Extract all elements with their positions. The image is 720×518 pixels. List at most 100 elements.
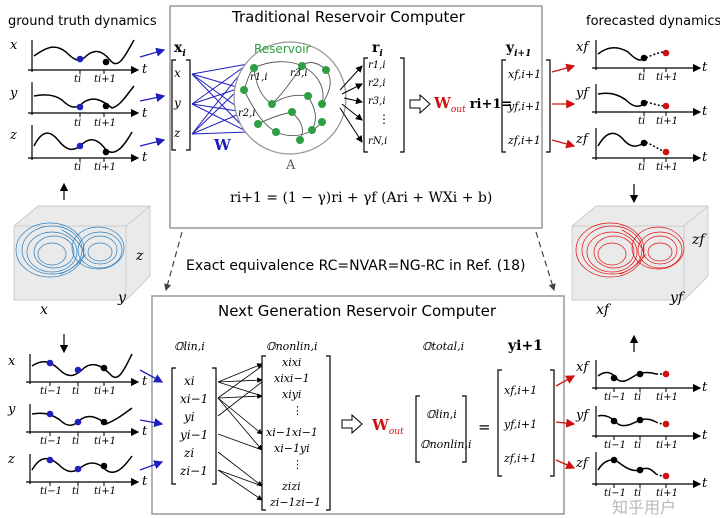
tick-ti1: ti+1 xyxy=(94,386,116,397)
tick-tim1: ti−1 xyxy=(604,488,626,499)
axis-x-label: x xyxy=(8,354,16,369)
left-top-ticks xyxy=(79,70,105,162)
ngrc-wout: Wout xyxy=(372,416,404,437)
lorenz-z-label: z xyxy=(136,248,144,264)
reservoir-circle xyxy=(233,41,347,155)
ngrc-out-x: xf,i+1 xyxy=(504,384,538,397)
lin-item: zi xyxy=(184,446,195,460)
state-rN: rN,i xyxy=(368,136,388,147)
ngrc-out-z: zf,i+1 xyxy=(504,452,537,465)
ngrc-out-y: yf,i+1 xyxy=(504,418,538,431)
axis-xf-label: xf xyxy=(576,360,589,375)
node-r1: r1,i xyxy=(250,72,268,83)
tick-tim1: ti−1 xyxy=(604,392,626,403)
nonlin-item: zizi xyxy=(282,480,301,493)
axis-y-label: y xyxy=(10,86,18,101)
nonlin-item: xixi−1 xyxy=(274,372,310,385)
tick-ti1: ti+1 xyxy=(94,486,116,497)
lin-item: xi xyxy=(184,374,195,388)
tick-ti: ti xyxy=(74,118,82,129)
axis-t-label: t xyxy=(142,106,148,121)
axis-z-label: z xyxy=(10,128,17,143)
tick-tim1: ti−1 xyxy=(40,386,62,397)
equivalence-text: Exact equivalence RC=NVAR=NG-RC in Ref. … xyxy=(186,258,526,274)
axis-y-label: y xyxy=(8,402,16,417)
lorenz-left xyxy=(13,205,151,301)
axis-yf-label: yf xyxy=(576,86,589,101)
axis-t-label: t xyxy=(702,428,708,443)
total-header: 𝕆total,i xyxy=(422,340,465,353)
a-label: A xyxy=(286,158,296,173)
ngrc-out-header: yi+1 xyxy=(508,338,543,354)
tick-tim1: ti−1 xyxy=(40,486,62,497)
axis-x-label: x xyxy=(10,38,18,53)
nonlin-item: xiyi xyxy=(282,388,302,401)
tick-tim1: ti−1 xyxy=(40,436,62,447)
tick-ti: ti xyxy=(72,486,80,497)
node-r3: r3,i xyxy=(290,68,308,79)
total-nonlin: 𝕆nonlin,i xyxy=(420,438,472,451)
nonlin-item: xixi xyxy=(282,356,302,369)
tick-ti1: ti+1 xyxy=(656,440,678,451)
state-header: ri xyxy=(372,40,383,59)
nonlin-item: zi−1zi−1 xyxy=(270,496,322,509)
axis-zf-label: zf xyxy=(576,132,588,147)
axis-t-label: t xyxy=(702,476,708,491)
tick-ti1: ti+1 xyxy=(656,116,678,127)
lin-item: yi xyxy=(184,410,195,424)
state-r2: r2,i xyxy=(368,78,386,89)
axis-t-label: t xyxy=(142,62,148,77)
lorenz-zf-label: zf xyxy=(692,232,705,248)
tick-ti1: ti+1 xyxy=(94,74,116,85)
w-label: W xyxy=(214,136,231,154)
axis-t-label: t xyxy=(142,374,148,389)
output-y: yf,i+1 xyxy=(508,100,542,113)
axis-yf-label: yf xyxy=(576,408,589,423)
axis-zf-label: zf xyxy=(576,456,588,471)
node-r2: r2,i xyxy=(238,108,256,119)
lorenz-yf-label: yf xyxy=(670,290,684,306)
axis-z-label: z xyxy=(8,452,15,467)
lin-item: yi−1 xyxy=(180,428,209,442)
ngrc-equals: = xyxy=(478,418,491,436)
axis-t-label: t xyxy=(702,60,708,75)
tick-ti1: ti+1 xyxy=(94,436,116,447)
right-top-series xyxy=(592,40,702,163)
hollow-arrow-ngrc xyxy=(341,413,363,435)
tick-ti: ti xyxy=(72,386,80,397)
hollow-arrow-trc xyxy=(409,93,431,115)
output-x: xf,i+1 xyxy=(508,68,542,81)
tick-ti: ti xyxy=(74,74,82,85)
reservoir-nodes xyxy=(240,62,330,144)
output-header: yi+1 xyxy=(506,40,532,59)
lorenz-xf-label: xf xyxy=(596,302,610,318)
lin-header: 𝕆lin,i xyxy=(174,340,205,353)
state-r1: r1,i xyxy=(368,60,386,71)
nonlin-item: xi−1xi−1 xyxy=(266,426,318,439)
axis-t-label: t xyxy=(142,424,148,439)
nonlin-item: xi−1yi xyxy=(274,442,310,455)
axis-t-label: t xyxy=(702,150,708,165)
watermark: 知乎用户 xyxy=(612,498,677,517)
tick-ti1: ti+1 xyxy=(656,72,678,83)
tick-ti1: ti+1 xyxy=(94,162,116,173)
tick-ti1: ti+1 xyxy=(656,488,678,499)
ngrc-connections xyxy=(217,363,263,501)
tick-ti: ti xyxy=(74,162,82,173)
left-top-series xyxy=(28,39,140,163)
output-z: zf,i+1 xyxy=(508,134,541,147)
input-z: z xyxy=(174,126,181,140)
lin-item: zi−1 xyxy=(180,464,208,478)
input-header: xi xyxy=(174,40,186,59)
nonlin-dots: ⋮ xyxy=(292,404,303,417)
tick-ti: ti xyxy=(634,392,642,403)
tick-ti: ti xyxy=(634,440,642,451)
left-bottom-series xyxy=(26,353,140,487)
tick-ti1: ti+1 xyxy=(656,392,678,403)
dashed-arrow-right xyxy=(535,231,556,292)
state-dots: ⋮ xyxy=(378,112,390,126)
ngrc-title: Next Generation Reservoir Computer xyxy=(218,302,497,320)
trc-title: Traditional Reservoir Computer xyxy=(232,8,465,26)
